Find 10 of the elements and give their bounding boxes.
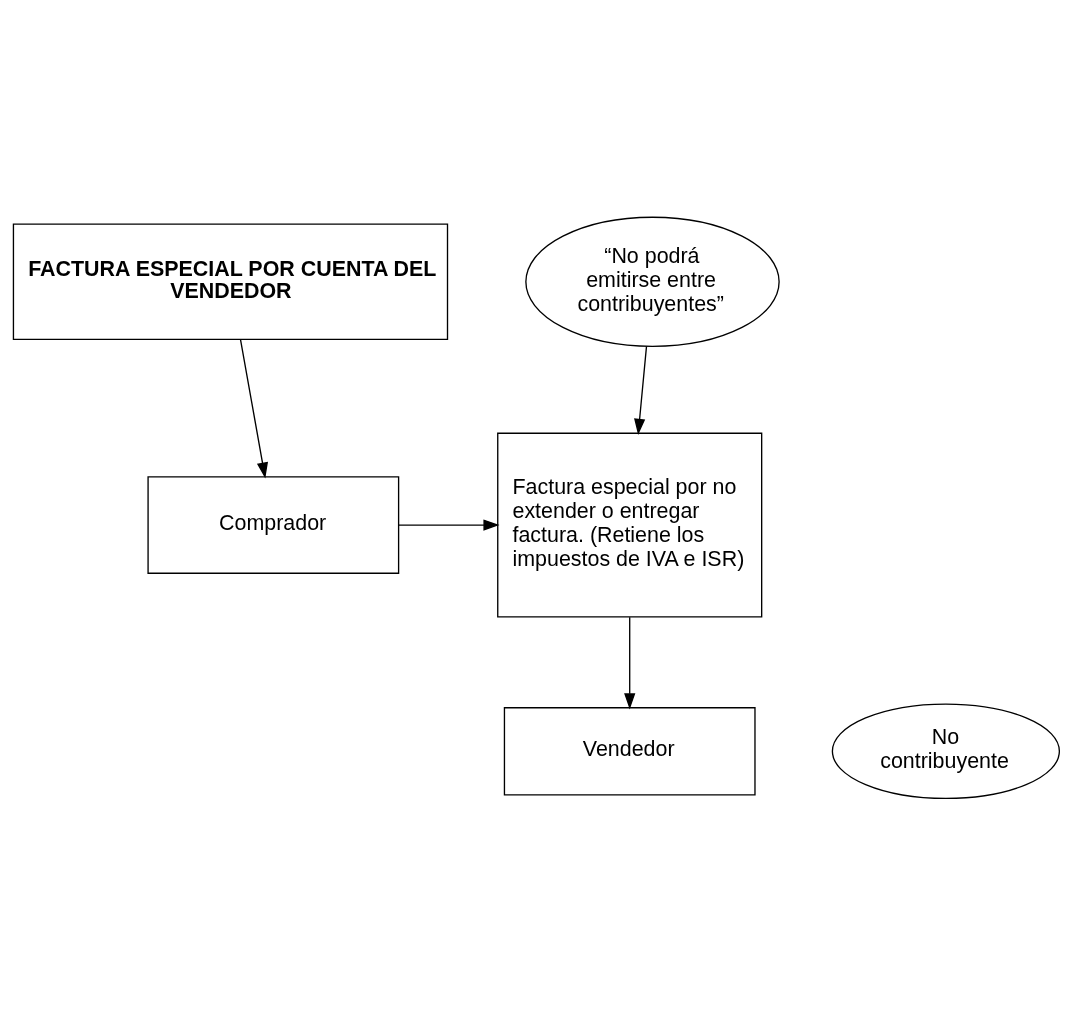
node-box: Factura especial por no extender o entregar factura. (Retiene los impuestos de IVA e ISR) xyxy=(497,432,763,617)
node-box: FACTURA ESPECIAL POR CUENTA DEL VENDEDOR xyxy=(12,223,449,340)
node-box: Vendedor xyxy=(503,706,756,795)
node-box: Comprador xyxy=(147,475,400,574)
arrow xyxy=(634,345,648,435)
node-ellipse: No contribuyente xyxy=(831,702,1061,799)
node-ellipse: “No podrá emitirse entre contribuyentes” xyxy=(525,216,780,347)
arrow xyxy=(397,518,500,531)
arrow xyxy=(624,616,636,709)
arrow xyxy=(239,338,269,479)
